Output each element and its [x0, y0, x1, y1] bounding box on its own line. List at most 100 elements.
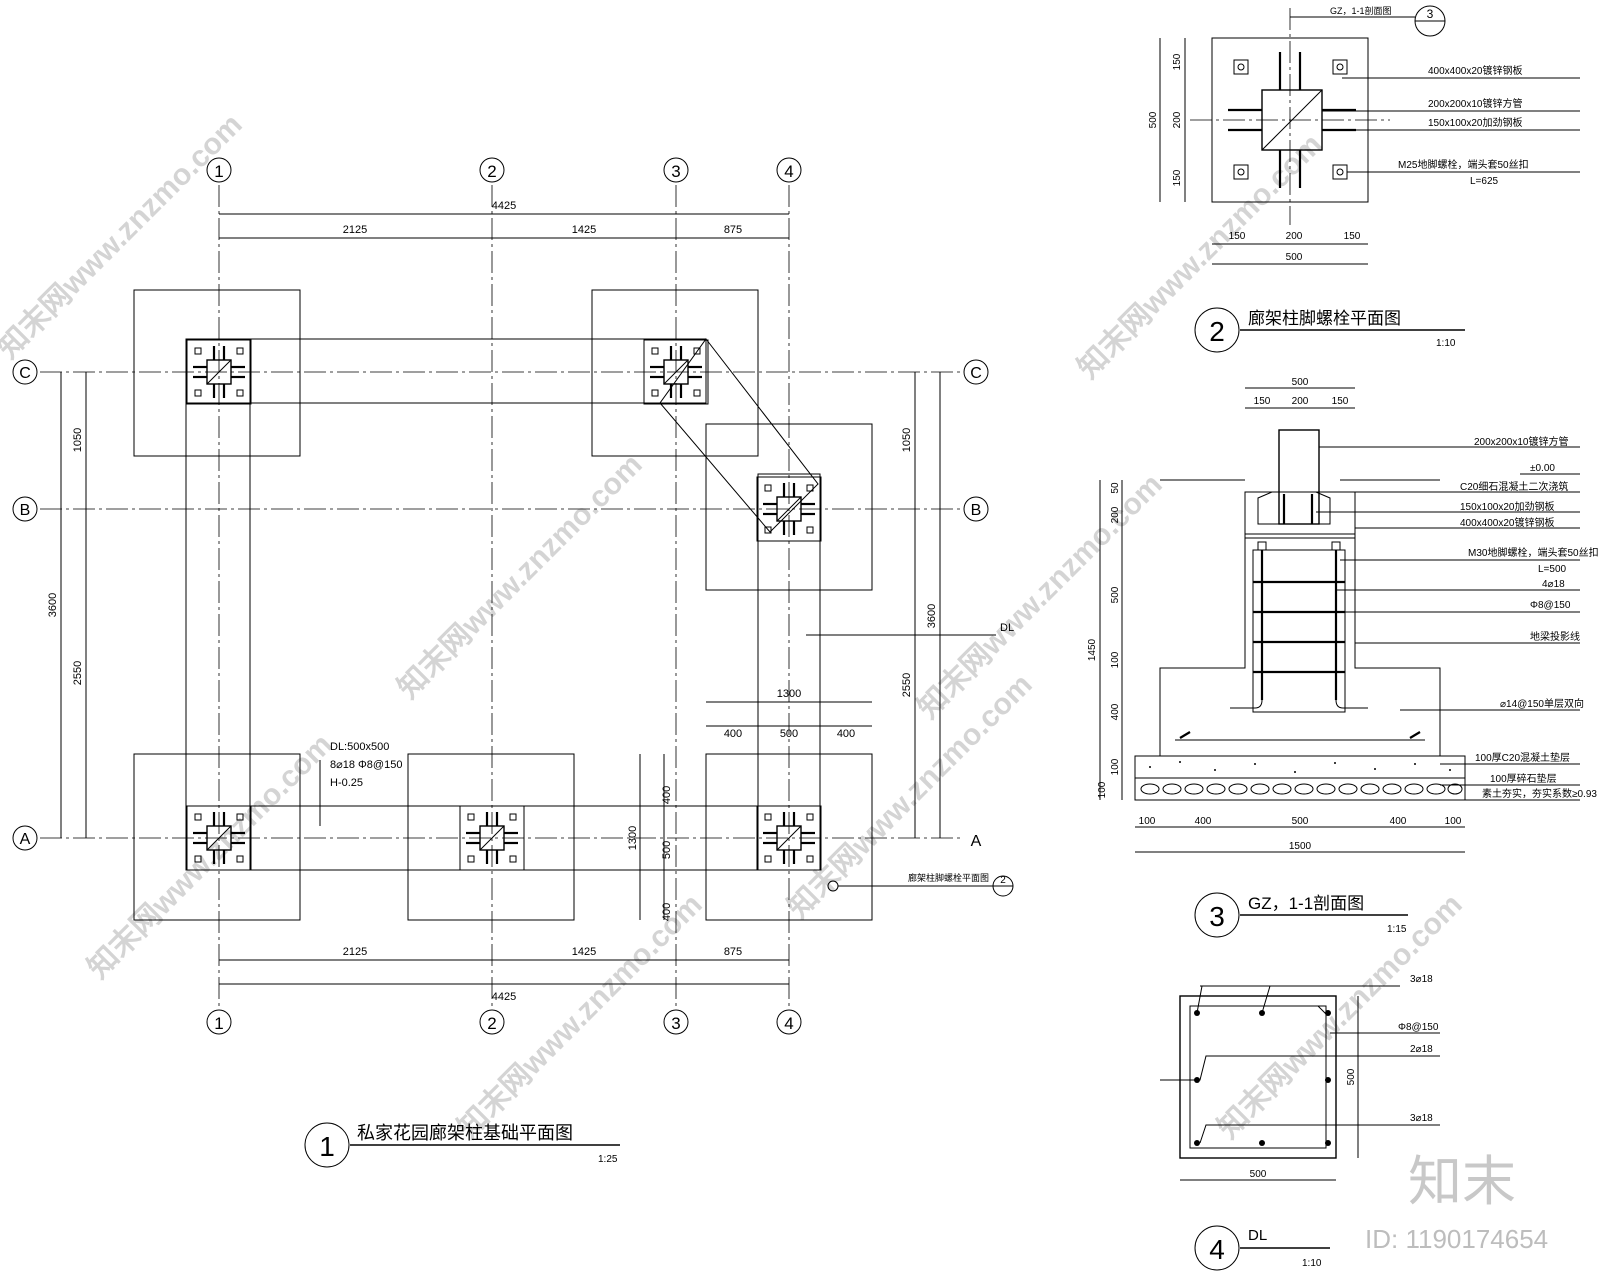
anchor-bolt — [194, 813, 202, 821]
dl-tag: DL — [1000, 622, 1014, 634]
title-num: 3 — [1209, 901, 1225, 932]
grid-label: A — [20, 831, 31, 848]
anchor-bolt — [764, 526, 772, 534]
section-label: 400x400x20镀锌钢板 — [1460, 516, 1555, 529]
dl-label: Φ8@150 — [1398, 1022, 1439, 1033]
grid-bubble-a-left: A — [12, 825, 38, 851]
dim-text: 875 — [724, 946, 742, 958]
dim-text: 3600 — [926, 604, 938, 628]
plan-grid-lines — [40, 185, 960, 1007]
grid-label: C — [19, 365, 31, 382]
title-3: 3 GZ，1-1剖面图 1:15 — [1194, 892, 1408, 938]
dim-text: 400 — [661, 903, 673, 921]
dim-text: 400 — [661, 786, 673, 804]
grid-bubble-3-top: 3 — [663, 157, 689, 183]
tube-diagonal — [479, 825, 505, 851]
anchor-bolt — [236, 855, 244, 863]
title-text: GZ，1-1剖面图 — [1248, 894, 1364, 913]
tube-diagonal — [776, 496, 802, 522]
dim-text: 875 — [724, 224, 742, 236]
detail-ref-num: 2 — [1000, 875, 1006, 886]
base-plate — [186, 339, 252, 405]
grid-label: 3 — [671, 162, 680, 181]
section-label: 100厚C20混凝土垫层 — [1475, 751, 1570, 764]
title-num: 2 — [1209, 316, 1225, 347]
bolt-label: 200x200x10镀锌方管 — [1428, 97, 1523, 110]
title-num: 1 — [319, 1131, 335, 1162]
grid-bubble-2-top: 2 — [479, 157, 505, 183]
bolt-label: M25地脚螺栓，端头套50丝扣 — [1398, 158, 1529, 171]
title-num: 4 — [1209, 1234, 1225, 1265]
title-text: DL — [1248, 1227, 1267, 1244]
dim-text: 500 — [1346, 1068, 1357, 1085]
dim-text: 2550 — [72, 661, 84, 685]
grid-bubble-b-left: B — [12, 496, 38, 522]
section-label: ⌀14@150单层双向 — [1500, 697, 1584, 710]
dim-text: 4425 — [492, 200, 516, 212]
brand-logo: 知末 — [1408, 1152, 1516, 1212]
dim-text: 150 — [1344, 231, 1361, 242]
dim-text: 500 — [1292, 816, 1309, 827]
steel-tube — [206, 825, 232, 851]
dim-text: 400 — [837, 728, 855, 740]
dim-text: 2550 — [901, 673, 913, 697]
anchor-bolt — [693, 389, 701, 397]
anchor-bolt — [764, 813, 772, 821]
dim-text: 500 — [661, 841, 673, 859]
grid-label: 4 — [784, 162, 793, 181]
steel-tube — [776, 496, 802, 522]
title-text: 廊架柱脚螺栓平面图 — [1248, 309, 1401, 328]
dim-text: 400 — [1195, 816, 1212, 827]
grid-label: 2 — [487, 1014, 496, 1033]
dim-text: 500 — [1148, 111, 1159, 128]
dim-text: 500 — [1286, 252, 1303, 263]
anchor-bolt — [194, 855, 202, 863]
dim-text: 4425 — [492, 991, 516, 1003]
dim-text: 1450 — [1087, 638, 1098, 661]
dim-text: 400 — [724, 728, 742, 740]
dim-text: 1425 — [572, 224, 596, 236]
grid-bubble-c-left: C — [12, 359, 38, 385]
base-plate — [756, 805, 822, 871]
dim-text: 3600 — [47, 593, 59, 617]
section-label: C20细石混凝土二次浇筑 — [1460, 480, 1568, 493]
tube-diagonal — [206, 359, 232, 385]
watermark-text: 知末网www.znzmo.com — [912, 468, 1169, 725]
section-detail: 200x200x10镀锌方管 ±0.00 C20细石混凝土二次浇筑 150x10… — [1087, 377, 1599, 853]
dl-note: DL:500x500 — [330, 741, 389, 753]
title-2: 2 廊架柱脚螺栓平面图 1:10 — [1194, 307, 1465, 353]
section-label: L=500 — [1538, 564, 1567, 575]
dl-section-detail: 3⌀18 Φ8@150 2⌀18 3⌀18 500 500 — [1160, 974, 1440, 1181]
grid-label: 4 — [784, 1014, 793, 1033]
title-scale: 1:25 — [598, 1154, 618, 1165]
title-4: 4 DL 1:10 — [1194, 1225, 1330, 1271]
ref-text: GZ，1-1剖面图 — [1330, 5, 1392, 16]
grid-label: 1 — [214, 162, 223, 181]
section-label: 100厚碎石垫层 — [1490, 772, 1557, 785]
bolt-plan-detail: 3 GZ，1-1剖面图 400x400x20镀锌钢板 200x200x10镀锌方… — [1148, 5, 1580, 265]
aggregate-dots — [1149, 761, 1451, 773]
anchor-bolt — [651, 347, 659, 355]
anchor-bolt — [509, 813, 517, 821]
dim-text: 200 — [1172, 111, 1183, 128]
dim-text: 400 — [1390, 816, 1407, 827]
plan-dimension-texts: 4425 2125 1425 875 2125 1425 875 4425 36… — [47, 200, 938, 1003]
grid-bubble-b-right: B — [963, 496, 989, 522]
plan-footings — [133, 289, 873, 921]
dim-text: 100 — [1139, 816, 1156, 827]
section-label: M30地脚螺栓，端头套50丝扣 — [1468, 546, 1599, 559]
grid-label: 2 — [487, 162, 496, 181]
grid-label: A — [971, 833, 982, 850]
title-scale: 1:10 — [1302, 1258, 1322, 1269]
dim-text: 500 — [1250, 1169, 1267, 1180]
dim-text: 100 — [1445, 816, 1462, 827]
dim-text: 150 — [1254, 396, 1271, 407]
anchor-bolt — [467, 813, 475, 821]
base-plate — [643, 339, 709, 405]
dim-text: 2125 — [343, 224, 367, 236]
watermark-text: 知末网www.znzmo.com — [0, 108, 249, 365]
grid-label: 1 — [214, 1014, 223, 1033]
dim-text: 1300 — [777, 688, 801, 700]
grid-bubble-4-top: 4 — [776, 157, 802, 183]
